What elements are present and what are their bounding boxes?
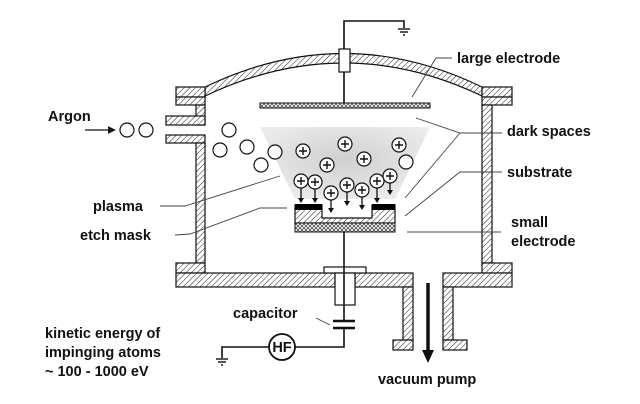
ion-icon — [319, 157, 335, 173]
neutral-atom-icon — [239, 139, 255, 155]
label-etch-mask: etch mask — [80, 228, 152, 244]
etch-mask-left — [295, 204, 322, 210]
neutral-atom-icon — [267, 144, 283, 160]
ion-icon — [337, 136, 353, 152]
accelerated-ion-icon — [382, 168, 398, 195]
dome-feedthrough — [338, 48, 351, 73]
chamber-bottom — [175, 266, 513, 351]
hf-label: HF — [272, 340, 291, 356]
label-dark-spaces: dark spaces — [507, 124, 591, 140]
ion-icon — [356, 151, 372, 167]
neutral-atom-icon — [212, 142, 228, 158]
hf-circuit: HF — [216, 232, 355, 366]
ion-icon — [295, 143, 311, 159]
small-electrode — [294, 222, 396, 233]
leader-lines — [160, 57, 502, 326]
accelerated-ion-icon — [293, 173, 309, 203]
vacuum-arrow-icon — [422, 283, 434, 363]
accelerated-ion-icon — [323, 185, 339, 213]
ground-icon — [216, 358, 228, 366]
label-large-electrode: large electrode — [457, 51, 560, 67]
label-vacuum-pump: vacuum pump — [378, 372, 476, 388]
accelerated-ion-icon — [354, 182, 370, 210]
accelerated-ion-icon — [339, 177, 355, 206]
label-energy-1: kinetic energy of — [45, 326, 160, 342]
label-substrate: substrate — [507, 165, 572, 181]
label-small-electrode-2: electrode — [511, 234, 575, 250]
chamber-left-wall — [165, 86, 206, 274]
ion-icon — [391, 137, 407, 153]
neutral-atom-icon — [138, 122, 154, 138]
neutral-atoms — [119, 122, 414, 173]
neutral-atom-icon — [119, 122, 135, 138]
etch-mask-right — [372, 204, 395, 210]
chamber-right-wall — [481, 86, 513, 274]
ground-icon — [398, 28, 410, 36]
ions — [293, 136, 407, 213]
label-argon: Argon — [48, 109, 91, 125]
neutral-atom-icon — [221, 122, 237, 138]
neutral-atom-icon — [253, 157, 269, 173]
label-plasma: plasma — [93, 199, 144, 215]
neutral-atom-icon — [398, 154, 414, 170]
accelerated-ion-icon — [369, 173, 385, 203]
label-energy-3: ~ 100 - 1000 eV — [45, 364, 149, 380]
label-small-electrode-1: small — [511, 215, 548, 231]
bottom-feedthrough — [334, 272, 356, 306]
large-electrode — [259, 102, 431, 109]
label-energy-2: impinging atoms — [45, 345, 161, 361]
accelerated-ion-icon — [307, 174, 323, 203]
label-capacitor: capacitor — [233, 306, 298, 322]
